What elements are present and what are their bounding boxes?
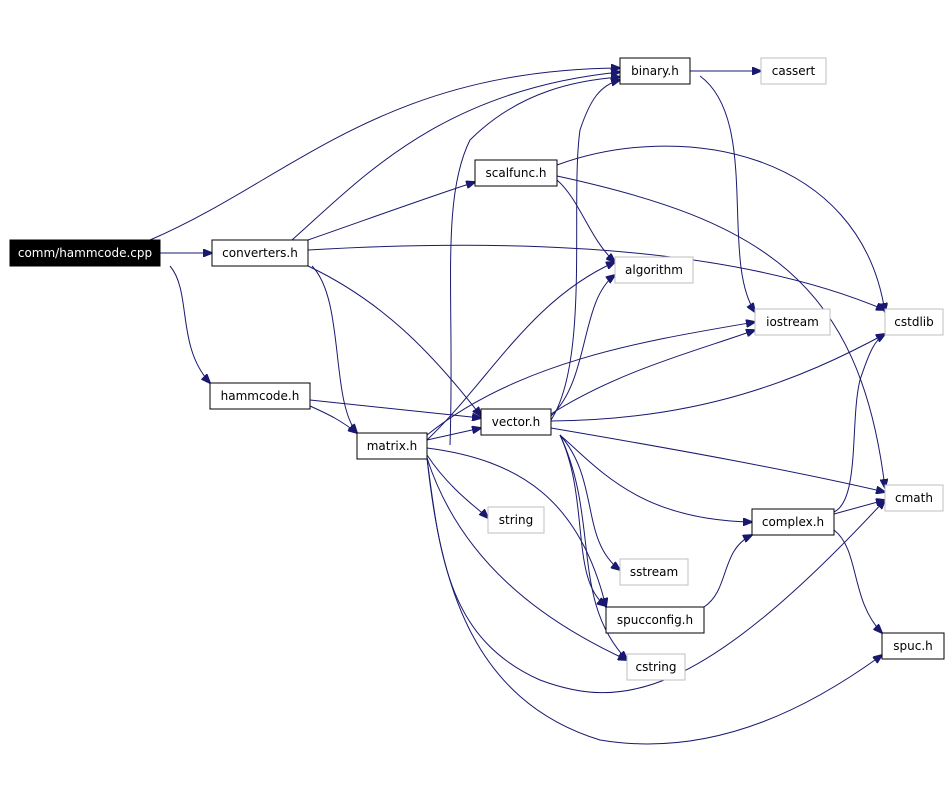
node-cassert: cassert (760, 57, 827, 85)
edge-scalfunc-h-to-cstdlib (556, 145, 885, 312)
node-scalfunc-h[interactable]: scalfunc.h (474, 159, 558, 187)
node-binary-h[interactable]: binary.h (619, 57, 691, 85)
node-box (356, 432, 428, 460)
node-label: cstdlib (894, 315, 933, 329)
edge-matrix-h-to-binary-h (449, 77, 620, 446)
node-label: hammcode.h (221, 389, 300, 403)
node-box (619, 558, 689, 586)
node-label: cmath (895, 491, 933, 505)
edge-scalfunc-h-to-algorithm (556, 179, 615, 262)
node-converters-h[interactable]: converters.h (211, 239, 309, 267)
node-box (605, 606, 705, 634)
edge-vector-h-to-algorithm (550, 275, 615, 417)
edge-hammcode-h-to-matrix-h (309, 405, 357, 433)
node-label: comm/hammcode.cpp (18, 246, 152, 260)
node-string: string (487, 506, 545, 534)
edge-hammcode-cpp-to-binary-h (149, 68, 620, 241)
edge-matrix-h-to-spuc-h (426, 457, 882, 745)
node-label: complex.h (762, 515, 824, 529)
node-label: cstring (635, 660, 676, 674)
node-box (881, 632, 945, 660)
edge-vector-h-to-cstring (559, 434, 627, 660)
node-label: spuc.h (893, 639, 933, 653)
node-box (626, 653, 686, 681)
edge-matrix-h-to-spucconfig-h (426, 447, 606, 607)
node-label: string (499, 513, 533, 527)
edge-hammcode-cpp-to-hammcode-h (169, 265, 210, 383)
node-label: algorithm (625, 263, 683, 277)
edge-matrix-h-to-vector-h (426, 428, 481, 441)
node-label: vector.h (492, 415, 540, 429)
edge-vector-h-to-complex-h (559, 434, 752, 522)
node-matrix-h[interactable]: matrix.h (356, 432, 428, 460)
edge-vector-h-to-cmath (550, 427, 885, 492)
edge-complex-h-to-cmath (833, 500, 885, 515)
node-vector-h[interactable]: vector.h (480, 408, 552, 436)
edge-converters-h-to-matrix-h (311, 265, 357, 433)
node-spucconfig-h[interactable]: spucconfig.h (605, 606, 705, 634)
node-box (884, 484, 944, 512)
edge-converters-h-to-vector-h (307, 265, 481, 416)
edge-vector-h-to-sstream (559, 434, 620, 570)
node-box (754, 308, 831, 336)
node-hammcode-cpp: comm/hammcode.cpp (9, 239, 161, 267)
edge-vector-h-to-spucconfig-h (559, 434, 606, 606)
edge-matrix-h-to-cstring (426, 457, 627, 660)
node-cmath: cmath (884, 484, 944, 512)
edge-vector-h-to-cstdlib (550, 334, 885, 422)
edge-converters-h-to-scalfunc-h (307, 182, 475, 241)
node-label: iostream (766, 315, 819, 329)
node-box (614, 256, 694, 284)
edge-converters-h-to-binary-h (291, 72, 620, 241)
edge-vector-h-to-iostream (550, 330, 755, 415)
edge-binary-h-to-iostream (699, 75, 755, 312)
node-hammcode-h[interactable]: hammcode.h (209, 382, 311, 410)
node-label: scalfunc.h (486, 166, 547, 180)
node-complex-h[interactable]: complex.h (751, 508, 835, 536)
node-box (474, 159, 558, 187)
edge-converters-h-to-cstdlib (307, 244, 885, 310)
node-sstream: sstream (619, 558, 689, 586)
node-box (760, 57, 827, 85)
node-box (751, 508, 835, 536)
edge-layer (149, 68, 885, 745)
node-box (619, 57, 691, 85)
node-box (487, 506, 545, 534)
node-box (884, 308, 944, 336)
edge-hammcode-h-to-vector-h (309, 399, 481, 418)
edge-scalfunc-h-to-cmath (556, 175, 885, 488)
edge-complex-h-to-spuc-h (833, 529, 882, 633)
node-label: matrix.h (367, 439, 418, 453)
node-iostream: iostream (754, 308, 831, 336)
node-label: converters.h (222, 246, 298, 260)
node-algorithm: algorithm (614, 256, 694, 284)
node-box (9, 239, 161, 267)
node-label: cassert (772, 64, 816, 78)
node-box (211, 239, 309, 267)
edge-matrix-h-to-iostream (426, 322, 755, 436)
node-label: binary.h (631, 64, 679, 78)
node-box (209, 382, 311, 410)
edge-matrix-h-to-string (426, 454, 488, 518)
edge-complex-h-to-cstdlib (833, 334, 885, 513)
node-cstring: cstring (626, 653, 686, 681)
node-spuc-h[interactable]: spuc.h (881, 632, 945, 660)
edge-spucconfig-h-to-complex-h (703, 535, 752, 608)
node-label: sstream (630, 565, 678, 579)
node-label: spucconfig.h (617, 613, 693, 627)
node-box (480, 408, 552, 436)
node-layer: comm/hammcode.cpp binary.h cassert scalfunc… (9, 57, 945, 681)
edge-matrix-h-to-algorithm (426, 262, 615, 441)
edge-vector-h-to-binary-h (550, 80, 620, 421)
node-cstdlib: cstdlib (884, 308, 944, 336)
